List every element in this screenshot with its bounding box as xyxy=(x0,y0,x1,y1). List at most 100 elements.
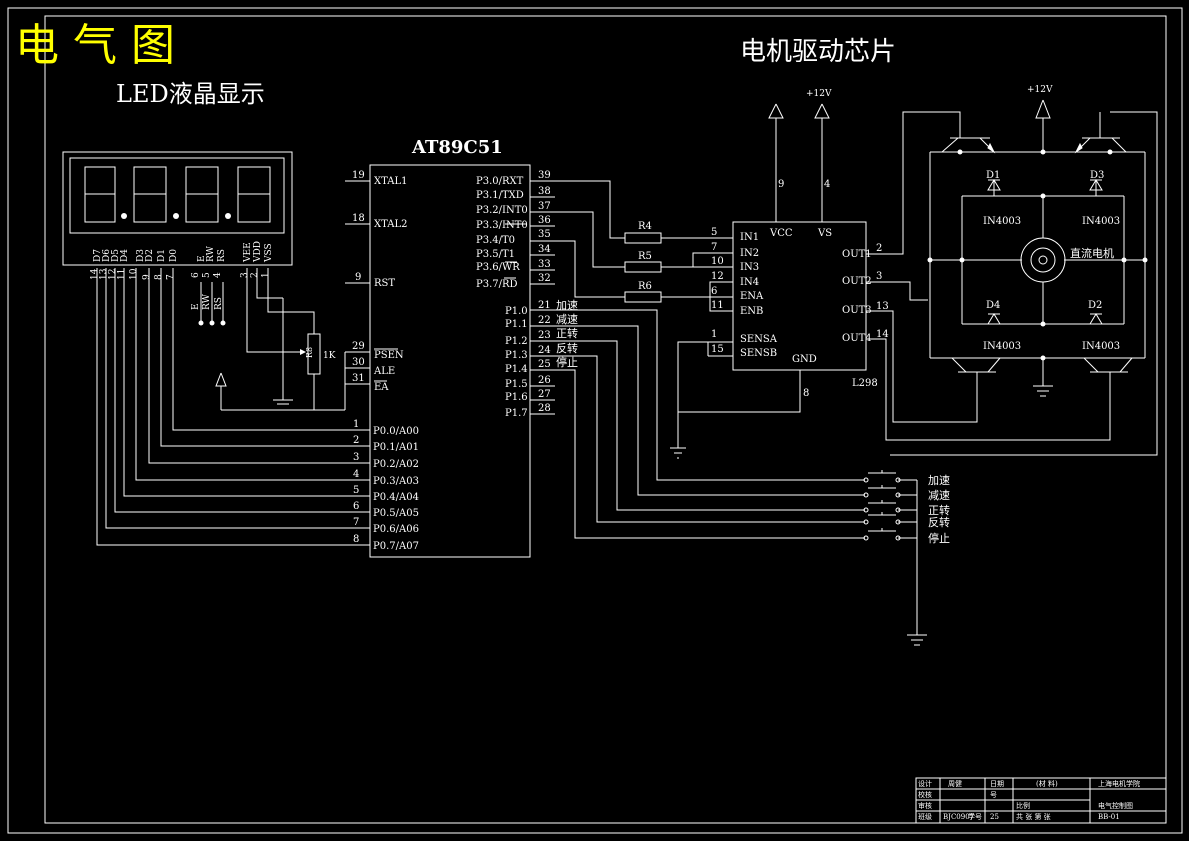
driver-pin-label: VCC xyxy=(769,228,793,239)
mcu-pin-num: 6 xyxy=(353,501,359,512)
lcd-pin-name: VSS xyxy=(264,243,274,263)
mcu-pin-num: 2 xyxy=(353,435,359,446)
mcu-pin-label: PSEN xyxy=(374,350,404,361)
diode-ref: D1 xyxy=(986,170,1000,181)
mcu-pin-label: P3.3/INT0 xyxy=(476,220,528,231)
mcu-pin-label: ALE xyxy=(373,366,395,377)
tb-cell: 设计 xyxy=(918,779,932,788)
mcu-pin-num: 9 xyxy=(355,272,361,283)
resistor-label: R6 xyxy=(638,281,652,292)
mcu-pin-num: 30 xyxy=(352,357,365,368)
tb-cell: 共 张 第 张 xyxy=(1016,812,1051,821)
motor-label: 直流电机 xyxy=(1070,246,1114,260)
driver-supply-arrows xyxy=(670,103,830,459)
mcu-pin-num: 22 xyxy=(538,315,551,326)
mcu-pin-note: 反转 xyxy=(556,341,578,355)
tb-cell: (材 料) xyxy=(1036,779,1058,788)
button-label: 加速 xyxy=(928,474,950,487)
driver-pin-num: 13 xyxy=(876,301,889,312)
pot-value: 1K xyxy=(323,351,336,361)
mcu-pin-num: 24 xyxy=(538,345,551,356)
diode-part: IN4003 xyxy=(983,216,1021,227)
lcd-pin-label: RW xyxy=(202,293,212,310)
mcu-pin-num: 21 xyxy=(538,300,551,311)
resistor-r6 xyxy=(624,291,662,303)
title-block xyxy=(915,777,1167,824)
driver-section-title: 电机驱动芯片 xyxy=(740,37,896,67)
lcd-pin-num: 6 xyxy=(191,272,201,278)
lcd-pin-name: D4 xyxy=(120,249,130,262)
lcd-pin-name: D6 xyxy=(102,249,112,262)
tb-cell: 电气控制图 xyxy=(1098,801,1133,810)
diode-ref: D3 xyxy=(1090,170,1104,181)
supply-label-right: +12V xyxy=(1027,85,1053,95)
mcu-pin-note: 正转 xyxy=(556,326,578,340)
push-button-2 xyxy=(863,485,901,498)
mcu-pin-num: 4 xyxy=(353,469,359,480)
resistor-label: R4 xyxy=(638,221,652,232)
mcu-pin-num: 8 xyxy=(353,534,359,545)
mcu-pin-label: EA xyxy=(374,382,389,393)
mcu-pin-label: P1.5 xyxy=(505,379,528,390)
lcd-pin-num: 5 xyxy=(202,272,212,278)
driver-pin-label: IN2 xyxy=(740,248,759,259)
mcu-pin-label: P0.3/A03 xyxy=(373,476,419,487)
lcd-pin-num: 2 xyxy=(250,272,260,278)
mcu-pin-label: P1.3 xyxy=(505,350,528,361)
lcd-pin-num: 7 xyxy=(166,274,176,280)
mcu-pin-num: 39 xyxy=(538,170,551,181)
mcu-pin-label: RST xyxy=(374,278,395,289)
mcu-pin-num: 25 xyxy=(538,359,551,370)
driver-pin-num: 15 xyxy=(711,344,724,355)
driver-pin-num: 5 xyxy=(711,227,717,238)
driver-pin-num: 14 xyxy=(876,329,889,340)
diode-part: IN4003 xyxy=(983,341,1021,352)
diode-part: IN4003 xyxy=(1082,216,1120,227)
tb-cell: BB-01 xyxy=(1098,813,1120,821)
mcu-pin-num: 35 xyxy=(538,229,551,240)
mcu-pin-num: 33 xyxy=(538,259,551,270)
mcu-pin-label: P3.5/T1 xyxy=(476,249,515,260)
driver-pin-num: 1 xyxy=(711,329,717,340)
driver-pin-num: 3 xyxy=(876,271,882,282)
mcu-pin-label: P0.6/A06 xyxy=(373,524,419,535)
lcd-pin-num: 11 xyxy=(117,269,127,280)
lcd-pin-name: D0 xyxy=(169,249,179,262)
driver-pin-label: IN3 xyxy=(740,262,759,273)
driver-pin-label: OUT3 xyxy=(842,305,872,316)
driver-pin-label: ENA xyxy=(740,291,764,302)
diode-part: IN4003 xyxy=(1082,341,1120,352)
mcu-pin-label: P1.4 xyxy=(505,364,528,375)
lcd-pin-name: D1 xyxy=(157,249,167,262)
mcu-pin-label: P3.0/RXT xyxy=(476,176,524,187)
mcu-pin-label: P0.4/A04 xyxy=(373,492,419,503)
lcd-pin-label: E xyxy=(191,303,201,310)
mcu-pin-label: XTAL2 xyxy=(374,219,407,230)
mcu-pin-label: P0.5/A05 xyxy=(373,508,419,519)
mcu-pin-num: 5 xyxy=(353,485,359,496)
tb-cell: 号 xyxy=(990,791,997,799)
lcd-pin-name: D2 xyxy=(145,249,155,262)
mcu-pin-label: P3.1/TXD xyxy=(476,190,524,201)
tb-cell: 25 xyxy=(990,813,999,821)
mcu-pin-num: 18 xyxy=(352,213,365,224)
mcu-pin-label: XTAL1 xyxy=(374,176,407,187)
lcd-pin-num: 1 xyxy=(261,272,271,278)
mcu-chip: AT89C51 xyxy=(369,137,531,558)
button-label: 反转 xyxy=(928,515,950,529)
dc-motor-symbol xyxy=(1020,237,1066,283)
button-label: 停止 xyxy=(928,531,950,545)
lcd-pin-name: E xyxy=(197,255,207,262)
mcu-pin-note: 减速 xyxy=(556,313,578,326)
tb-cell: 周健 xyxy=(948,779,962,788)
mcu-pin-num: 36 xyxy=(538,215,551,226)
driver-pin-num: 12 xyxy=(711,271,724,282)
lcd-pin-name: RW xyxy=(206,245,216,262)
tb-cell: 审核 xyxy=(918,801,932,810)
driver-pin-label: OUT4 xyxy=(842,333,872,344)
lcd-pin-num: 12 xyxy=(108,269,118,280)
driver-pin-label: SENSB xyxy=(740,348,777,359)
driver-pin-num: 6 xyxy=(711,286,717,297)
mcu-name: AT89C51 xyxy=(411,137,503,158)
driver-pin-label: IN1 xyxy=(740,232,759,243)
